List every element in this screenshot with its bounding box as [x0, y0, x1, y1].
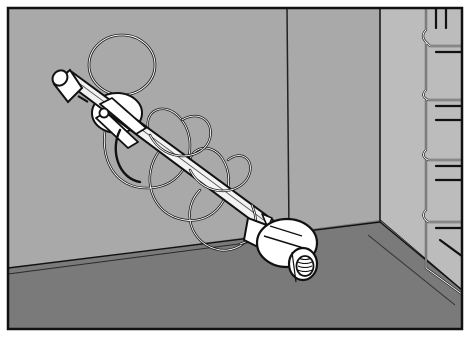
threaded-end-nut: [289, 248, 317, 282]
